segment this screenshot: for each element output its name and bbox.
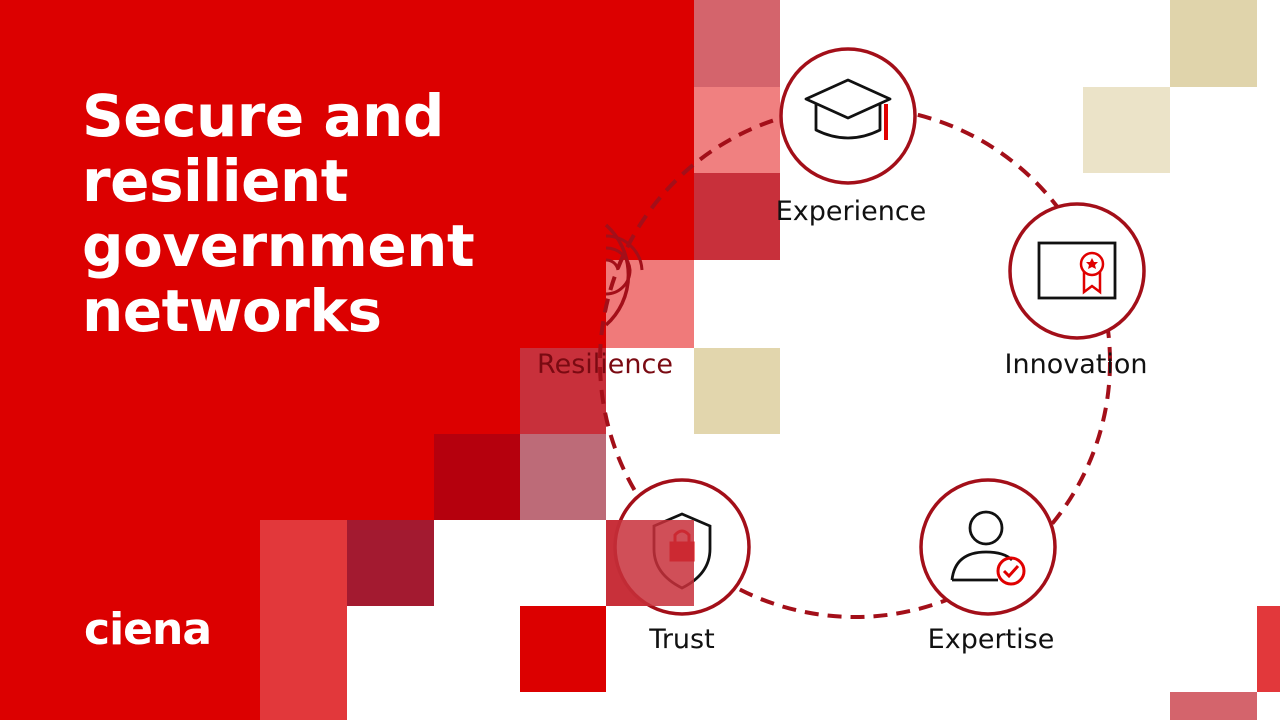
mosaic-overlay-tile (606, 520, 694, 606)
cycle-node-resilience (604, 223, 644, 327)
headline-line-1: Secure and (82, 82, 444, 150)
cycle-node-experience (779, 47, 917, 185)
headline-line-4: networks (82, 277, 382, 345)
cycle-label-resilience: Resilience (537, 349, 673, 380)
graduation-cap-icon (804, 78, 892, 140)
verified-user-icon (950, 510, 1026, 586)
signal-waves-icon (605, 234, 644, 296)
ciena-logo: ciena (84, 604, 212, 655)
cycle-label-innovation: Innovation (1005, 349, 1148, 380)
cycle-node-expertise (919, 478, 1057, 616)
certificate-icon (1037, 241, 1117, 300)
headline-line-3: government (82, 212, 475, 280)
cycle-label-experience: Experience (776, 196, 927, 227)
headline-line-2: resilient (82, 147, 348, 215)
cycle-node-innovation (1008, 202, 1146, 340)
cycle-label-trust: Trust (648, 624, 714, 655)
cycle-label-expertise: Expertise (928, 624, 1055, 655)
headline: Secure and resilient government networks (82, 84, 602, 344)
red-background-panel (0, 0, 694, 720)
